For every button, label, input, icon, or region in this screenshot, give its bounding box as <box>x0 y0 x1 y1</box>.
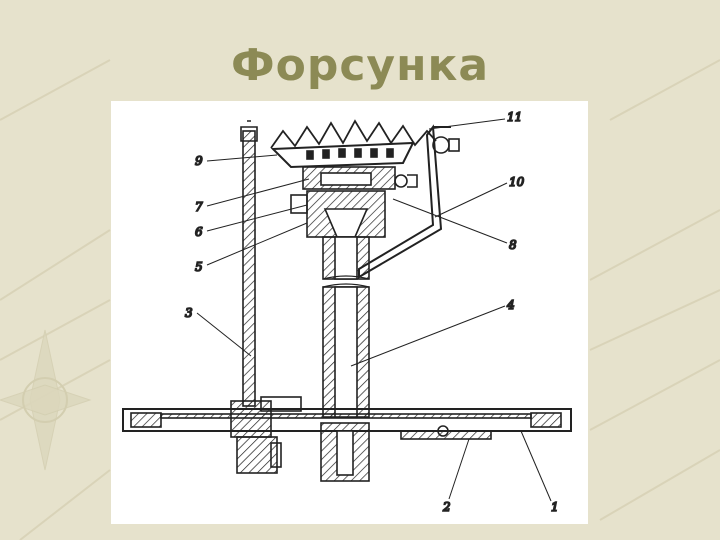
adjust-screw <box>394 174 408 188</box>
label-6: 6 <box>195 225 203 239</box>
burner-holes <box>306 148 394 160</box>
slide-title: Форсунка <box>230 40 490 91</box>
label-8: 8 <box>509 238 517 252</box>
burner-cup <box>270 141 415 169</box>
label-1: 1 <box>551 500 559 514</box>
label-10: 10 <box>509 175 525 189</box>
label-3: 3 <box>185 306 193 320</box>
label-11: 11 <box>507 110 522 124</box>
rod-clamp <box>230 400 272 438</box>
leader-lines <box>196 118 552 502</box>
vertical-rod <box>242 130 256 407</box>
label-4: 4 <box>506 298 515 312</box>
label-7: 7 <box>195 200 203 214</box>
label-2: 2 <box>442 500 451 514</box>
flame-zigzag <box>270 119 437 149</box>
label-9: 9 <box>195 154 203 168</box>
injector-drawing: 11 9 10 7 8 6 5 3 4 2 1 <box>111 101 588 524</box>
label-5: 5 <box>195 260 203 274</box>
compass-rose-icon <box>0 329 92 471</box>
